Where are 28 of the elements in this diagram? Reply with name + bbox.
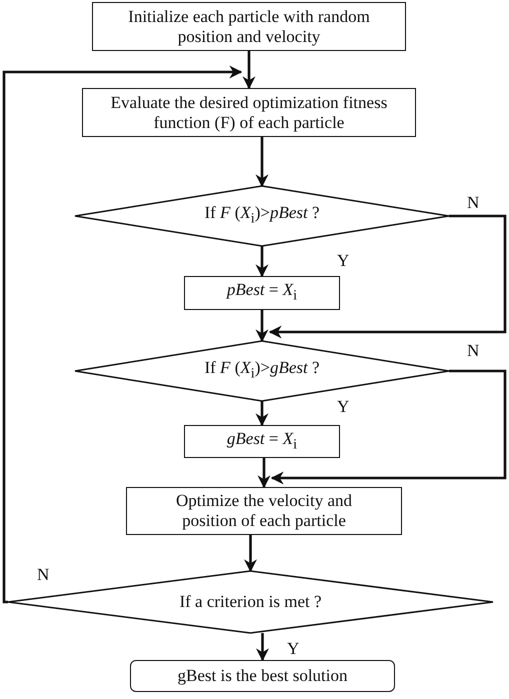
process-box [184, 276, 340, 310]
arrow [242, 51, 256, 90]
node-text: If F (X$_{i}$)>gBest ? [204, 358, 320, 384]
node-text: Evaluate the desired optimization fitness function (F) of each particle [110, 92, 388, 132]
process-box [92, 2, 406, 51]
terminal-box [130, 660, 395, 692]
node-text: If F (X$_{i}$)>pBest ? [204, 203, 320, 229]
node-text: If a criterion is met ? [179, 592, 322, 612]
node-text: Initialize each particle with random position and velocity [127, 6, 371, 46]
process-box [126, 487, 402, 535]
arrow [244, 535, 257, 572]
process-box [82, 88, 416, 137]
arrow [258, 458, 270, 488]
arrow [256, 401, 268, 426]
process-box [184, 425, 340, 458]
arrow [256, 633, 269, 662]
arrow [256, 246, 268, 278]
node-text: Optimize the velocity and position of each particle [174, 491, 354, 531]
arrow [270, 370, 506, 484]
arrow [2, 66, 242, 604]
node-text: gBest = X$_{i}$ [226, 428, 298, 454]
node-text: gBest is the best solution [178, 666, 348, 686]
decision-diamond [75, 341, 449, 401]
node-text: pBest = X$_{i}$ [226, 280, 298, 306]
arrow [268, 214, 506, 338]
decision-diamond [75, 186, 449, 246]
arrow [256, 310, 268, 342]
arrow [256, 137, 268, 188]
